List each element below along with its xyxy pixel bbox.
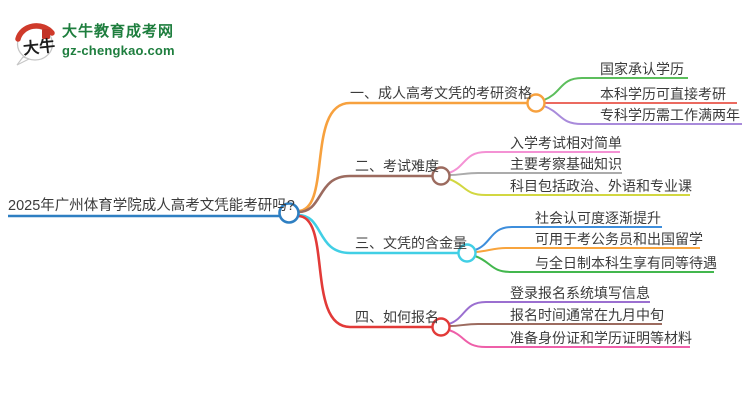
connector-branch-4-child-2 — [449, 323, 662, 327]
connector-branch-3-child-1 — [474, 226, 662, 251]
branch-3-child-3-label: 与全日制本科生享有同等待遇 — [535, 255, 717, 271]
connector-branch-1-child-1 — [543, 77, 688, 101]
connector-branch-2-child-2 — [449, 172, 622, 176]
branch-4-child-3-label: 准备身份证和学历证明等材料 — [510, 330, 692, 346]
logo-icon-text: 大牛 — [22, 36, 56, 58]
branch-2-label: 二、考试难度 — [355, 158, 439, 174]
site-logo: 大牛 大牛教育成考网 gz-chengkao.com — [12, 16, 175, 66]
branch-4-child-1-label: 登录报名系统填写信息 — [510, 285, 650, 301]
branch-2-child-3-label: 科目包括政治、外语和专业课 — [510, 178, 692, 194]
branch-4-node-circle — [431, 317, 451, 337]
connector-branch-1-child-3 — [543, 105, 742, 125]
branch-3-child-2-label: 可用于考公务员和出国留学 — [535, 231, 703, 247]
connector-branch-4 — [297, 214, 432, 329]
branch-1-label: 一、成人高考文凭的考研资格 — [350, 85, 532, 101]
connector-branch-2-child-3 — [448, 178, 690, 196]
connector-branch-4-child-1 — [448, 301, 650, 325]
root-node-circle — [278, 202, 300, 224]
connector-branch-3 — [297, 213, 458, 255]
branch-3-child-1-label: 社会认可度逐渐提升 — [535, 210, 661, 226]
branch-4-label: 四、如何报名 — [355, 309, 439, 325]
branch-2-child-2-label: 主要考察基础知识 — [510, 156, 622, 172]
branch-1-child-1-label: 国家承认学历 — [600, 61, 684, 77]
branch-4-child-2-label: 报名时间通常在九月中旬 — [510, 307, 664, 323]
connector-branch-2 — [297, 174, 432, 214]
branch-1-child-2-label: 本科学历可直接考研 — [600, 86, 726, 102]
branch-2-node-circle — [431, 166, 451, 186]
connector-branch-1 — [297, 101, 527, 213]
logo-icon: 大牛 — [15, 23, 56, 66]
logo-title: 大牛教育成考网 — [62, 23, 175, 40]
connector-branch-2-child-1 — [448, 151, 620, 174]
branch-2-child-1-label: 入学考试相对简单 — [510, 135, 622, 151]
branch-3-label: 三、文凭的含金量 — [355, 235, 467, 251]
connector-branch-4-child-3 — [448, 329, 690, 348]
connector-branch-3-child-3 — [474, 255, 714, 273]
connector-branch-3-child-2 — [475, 247, 700, 253]
branch-1-child-3-label: 专科学历需工作满两年 — [600, 107, 740, 123]
branch-1-node-circle — [526, 93, 546, 113]
branch-3-node-circle — [457, 243, 477, 263]
root-topic-label: 2025年广州体育学院成人高考文凭能考研吗? — [8, 198, 295, 214]
logo-domain: gz-chengkao.com — [62, 43, 175, 58]
